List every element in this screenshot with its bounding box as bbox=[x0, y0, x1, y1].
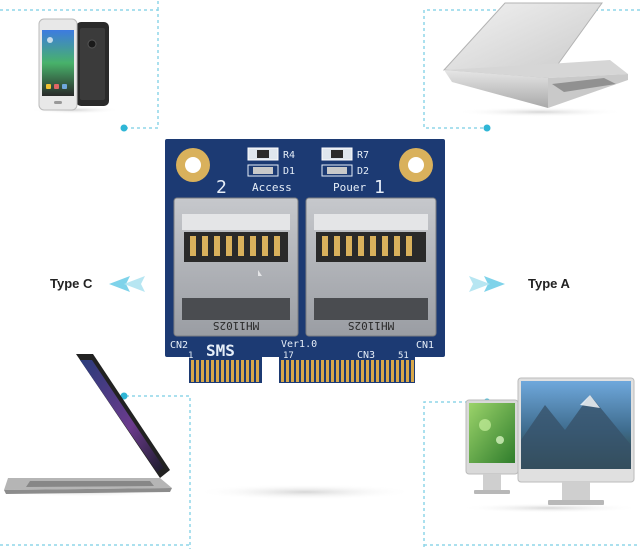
slot-pin bbox=[274, 236, 280, 256]
gold-finger bbox=[401, 360, 404, 382]
gold-finger bbox=[311, 360, 314, 382]
gold-finger bbox=[371, 360, 374, 382]
gold-finger bbox=[336, 360, 339, 382]
slot-pin bbox=[322, 236, 328, 256]
gold-finger bbox=[206, 360, 209, 382]
gold-finger bbox=[281, 360, 284, 382]
type-a-label: Type A bbox=[528, 276, 570, 291]
slot-pin bbox=[382, 236, 388, 256]
slot-pin bbox=[202, 236, 208, 256]
slot-pin bbox=[346, 236, 352, 256]
connector-dot bbox=[483, 124, 491, 132]
gold-finger bbox=[231, 360, 234, 382]
silk-slot-2: 2 bbox=[216, 177, 227, 198]
silk-pin17: 17 bbox=[283, 351, 294, 361]
gold-finger bbox=[406, 360, 409, 382]
mounting-hole-left bbox=[176, 148, 210, 182]
gold-finger bbox=[386, 360, 389, 382]
gold-finger bbox=[326, 360, 329, 382]
gold-finger bbox=[226, 360, 229, 382]
gold-finger bbox=[321, 360, 324, 382]
gold-finger bbox=[251, 360, 254, 382]
card-right-label: MH1102S bbox=[348, 319, 394, 332]
gold-finger bbox=[391, 360, 394, 382]
gold-finger bbox=[211, 360, 214, 382]
led-d2 bbox=[321, 147, 353, 161]
slot-pin bbox=[238, 236, 244, 256]
silk-cn2: CN2 bbox=[170, 340, 188, 351]
macbook-image bbox=[3, 354, 172, 497]
gold-finger bbox=[306, 360, 309, 382]
slot-pin bbox=[214, 236, 220, 256]
gold-finger bbox=[216, 360, 219, 382]
gold-finger bbox=[241, 360, 244, 382]
gold-finger bbox=[356, 360, 359, 382]
gold-finger bbox=[296, 360, 299, 382]
pcb-board: R4 D1 R7 D2 Access Pouer 2 1 MH1102S bbox=[165, 139, 445, 500]
gold-finger bbox=[201, 360, 204, 382]
connector-phone bbox=[0, 9, 159, 129]
silk-ver: Ver1.0 bbox=[281, 339, 317, 350]
gold-finger bbox=[286, 360, 289, 382]
smartphone-image bbox=[30, 18, 120, 114]
laptop-image bbox=[442, 2, 628, 117]
silk-r4: R4 bbox=[283, 150, 295, 161]
silk-access: Access bbox=[252, 181, 292, 194]
gold-finger bbox=[341, 360, 344, 382]
silk-r7: R7 bbox=[357, 150, 369, 161]
silk-pin1: 1 bbox=[188, 351, 193, 361]
connector-imac bbox=[423, 401, 486, 549]
gold-finger bbox=[381, 360, 384, 382]
gold-finger bbox=[191, 360, 194, 382]
card-left-label: MH1102S bbox=[213, 319, 259, 332]
slot-pin bbox=[262, 236, 268, 256]
type-c-label: Type C bbox=[50, 276, 93, 291]
gold-finger bbox=[376, 360, 379, 382]
gold-finger bbox=[246, 360, 249, 382]
slot-pin bbox=[250, 236, 256, 256]
gold-finger bbox=[316, 360, 319, 382]
slot-pin bbox=[394, 236, 400, 256]
slot-pin bbox=[358, 236, 364, 256]
gold-finger bbox=[411, 360, 414, 382]
connector-dot bbox=[120, 392, 128, 400]
card-slot-right: MH1102S bbox=[305, 197, 437, 337]
mounting-hole-right bbox=[399, 148, 433, 182]
silk-d1: D1 bbox=[283, 166, 295, 177]
gold-finger bbox=[256, 360, 259, 382]
connector-dot bbox=[120, 124, 128, 132]
slot-pin bbox=[334, 236, 340, 256]
gold-finger bbox=[361, 360, 364, 382]
gold-finger bbox=[331, 360, 334, 382]
gold-finger bbox=[366, 360, 369, 382]
gold-finger bbox=[346, 360, 349, 382]
imac-image bbox=[460, 377, 640, 513]
gold-finger bbox=[301, 360, 304, 382]
gold-finger bbox=[351, 360, 354, 382]
gold-finger bbox=[291, 360, 294, 382]
silk-power: Pouer bbox=[333, 181, 366, 194]
silk-d2: D2 bbox=[357, 166, 369, 177]
silk-slot-1: 1 bbox=[374, 177, 385, 198]
slot-pin bbox=[190, 236, 196, 256]
slot-pin bbox=[406, 236, 412, 256]
gold-finger bbox=[196, 360, 199, 382]
slot-pin bbox=[370, 236, 376, 256]
gold-finger bbox=[236, 360, 239, 382]
silk-sms: SMS bbox=[206, 341, 235, 360]
silk-cn3: CN3 bbox=[357, 350, 375, 361]
silk-cn1: CN1 bbox=[416, 340, 434, 351]
edge-connector bbox=[189, 357, 415, 383]
gold-finger bbox=[396, 360, 399, 382]
silk-pin51: 51 bbox=[398, 351, 409, 361]
card-slot-left: MH1102S bbox=[173, 197, 299, 337]
arrow-right-icon bbox=[469, 276, 505, 292]
slot-pin bbox=[226, 236, 232, 256]
arrow-left-icon bbox=[109, 276, 145, 292]
led-d1 bbox=[247, 147, 279, 161]
gold-finger bbox=[221, 360, 224, 382]
